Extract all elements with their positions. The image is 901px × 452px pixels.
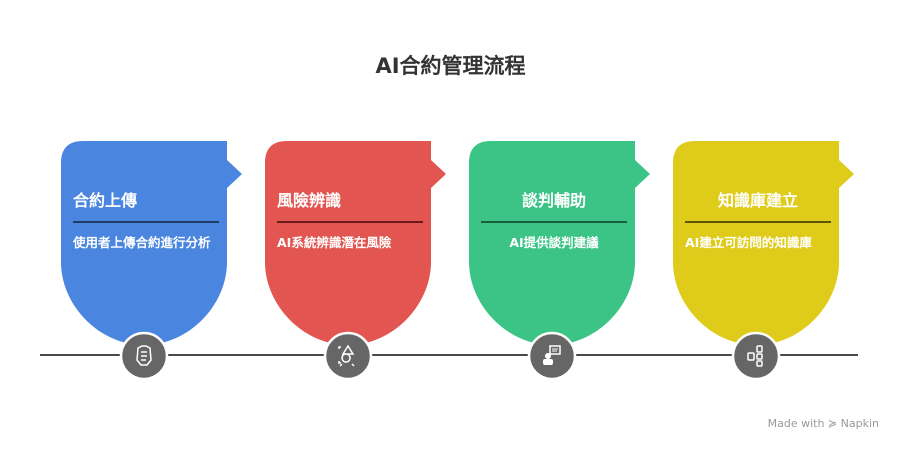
step-card-4: 知識庫建立 AI建立可訪問的知識庫 — [685, 187, 831, 253]
risk-scan-icon — [323, 331, 373, 381]
step-card-shape — [673, 141, 854, 345]
step-description: 使用者上傳合約進行分析 — [73, 235, 211, 250]
step-card-3: 談判輔助 AI提供談判建議 — [481, 187, 627, 253]
database-hierarchy-icon — [731, 331, 781, 381]
step-heading: 談判輔助 — [521, 191, 586, 210]
step-description: AI建立可訪問的知識庫 — [685, 235, 812, 250]
step-card-1: 合約上傳 使用者上傳合約進行分析 — [73, 187, 219, 253]
step-heading: 知識庫建立 — [717, 191, 798, 210]
step-card-shape — [469, 141, 650, 345]
step-divider — [277, 221, 423, 223]
step-divider — [685, 221, 831, 223]
step-heading: 風險辨識 — [277, 191, 342, 210]
contract-hands-icon — [119, 331, 169, 381]
step-card-2: 風險辨識 AI系統辨識潛在風險 — [277, 187, 423, 253]
step-description: AI提供談判建議 — [509, 235, 599, 250]
step-divider — [73, 221, 219, 223]
diagram-title: AI合約管理流程 — [375, 54, 526, 78]
step-heading: 合約上傳 — [73, 191, 138, 210]
step-divider — [481, 221, 627, 223]
step-card-shape — [61, 141, 242, 345]
chat-assistant-icon — [527, 331, 577, 381]
step-card-shape — [265, 141, 446, 345]
step-description: AI系統辨識潛在風險 — [277, 235, 392, 250]
napkin-credit: Made with ≽ Napkin — [767, 417, 879, 430]
